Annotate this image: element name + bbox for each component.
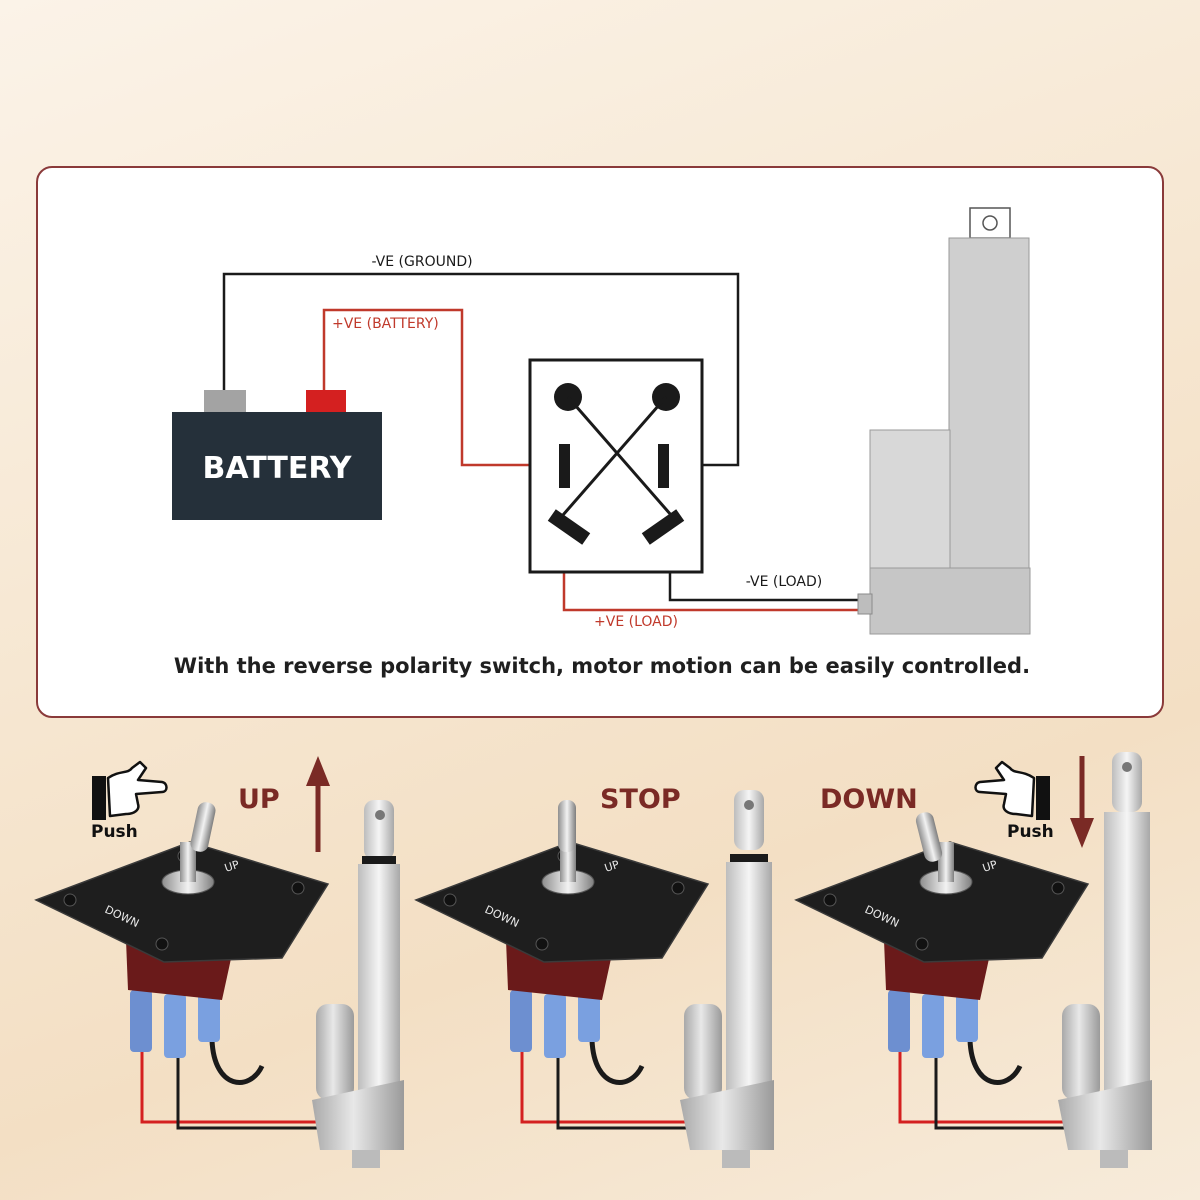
arrow-down-icon <box>1070 756 1094 848</box>
push-label-left: Push <box>91 822 138 842</box>
panel-up-label: UP <box>603 858 621 875</box>
label-load-negative: -VE (LOAD) <box>746 574 822 590</box>
wire-battery <box>322 308 558 467</box>
state-label-stop: STOP <box>600 784 681 815</box>
switch-unit-up: UP DOWN <box>34 800 404 1168</box>
push-hand-icon <box>92 760 168 820</box>
switch-unit-stop: UP DOWN <box>414 790 774 1168</box>
diagram-caption: With the reverse polarity switch, motor … <box>173 654 1031 678</box>
push-hand-icon <box>974 760 1050 820</box>
wire-ground <box>222 272 740 467</box>
label-battery: +VE (BATTERY) <box>332 316 439 332</box>
battery-label: BATTERY <box>202 451 352 486</box>
label-ground: -VE (GROUND) <box>371 254 472 270</box>
switch-schematic <box>528 358 704 574</box>
panel-down-label: DOWN <box>863 903 901 930</box>
push-label-right: Push <box>1007 822 1054 842</box>
arrow-up-icon <box>306 756 330 852</box>
panel-down-label: DOWN <box>103 903 141 930</box>
panel-up-label: UP <box>981 858 999 875</box>
state-label-up: UP <box>238 784 280 815</box>
wiring-diagram: -VE (GROUND) +VE (BATTERY) -VE (LOAD) +V… <box>172 207 1031 635</box>
panel-down-label: DOWN <box>483 903 521 930</box>
panel-up-label: UP <box>223 858 241 875</box>
state-label-down: DOWN <box>820 784 918 815</box>
wiring-diagram-card: -VE (GROUND) +VE (BATTERY) -VE (LOAD) +V… <box>36 166 1164 718</box>
linear-actuator <box>857 207 1031 635</box>
battery: BATTERY <box>172 390 382 520</box>
label-load-positive: +VE (LOAD) <box>594 614 678 630</box>
